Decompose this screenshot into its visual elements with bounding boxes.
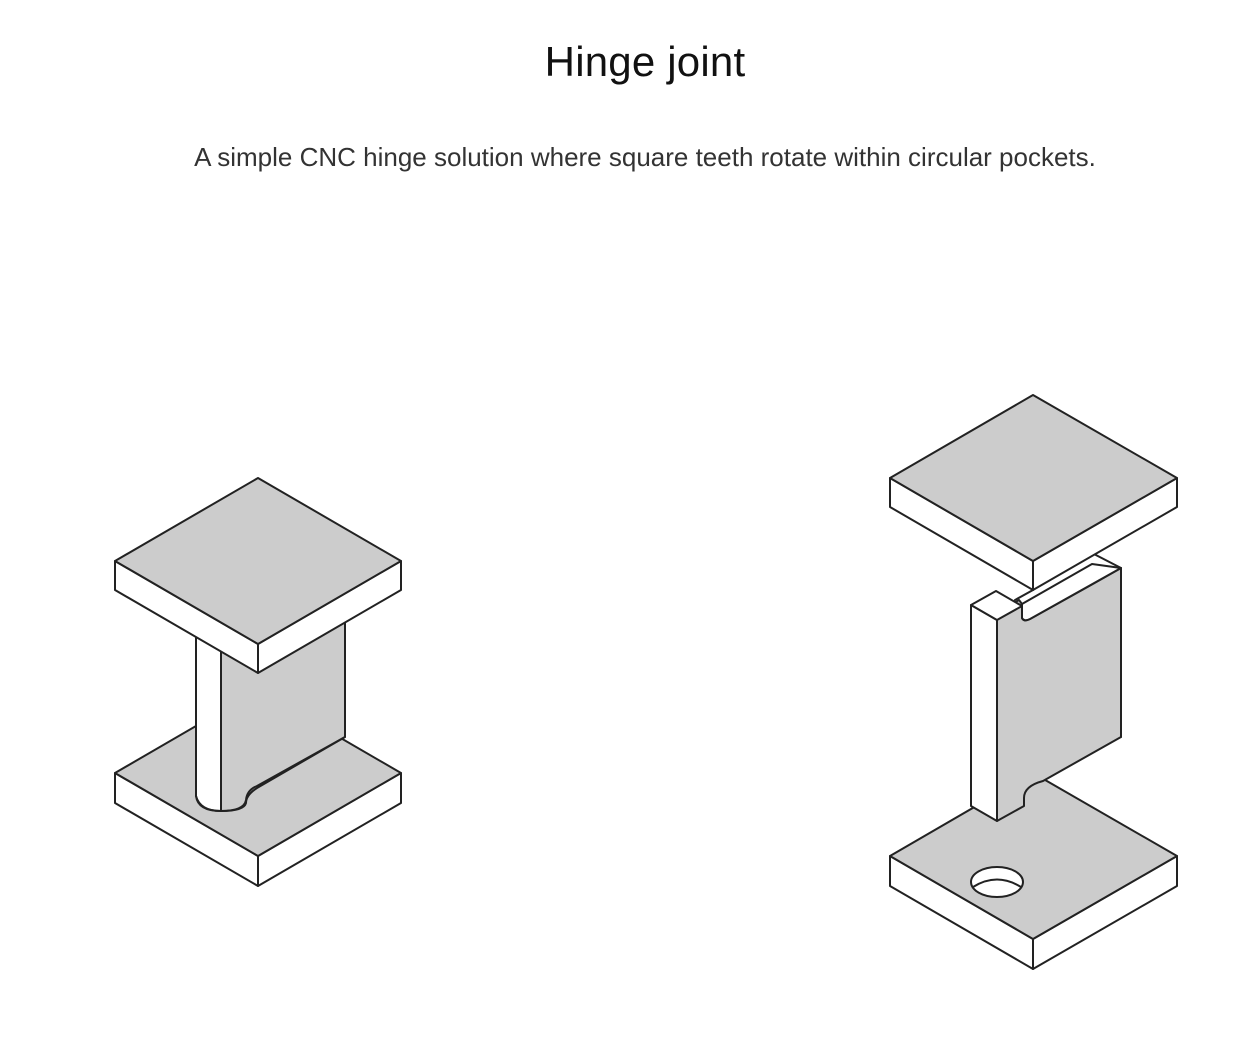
exploded-hinge-figure bbox=[889, 394, 1178, 970]
square-tooth-front bbox=[970, 604, 998, 822]
hinge-pin bbox=[195, 629, 222, 812]
exploded-top-plate-top bbox=[889, 394, 1178, 562]
page-title: Hinge joint bbox=[544, 38, 746, 85]
exploded-bottom-plate-top bbox=[889, 772, 1178, 940]
top-plate-top bbox=[114, 477, 402, 645]
assembled-hinge-figure bbox=[114, 477, 402, 887]
square-tooth-top bbox=[970, 590, 1023, 621]
circular-pocket bbox=[970, 866, 1024, 898]
leaf-top-edge bbox=[1021, 563, 1122, 622]
page-description: A simple CNC hinge solution where square… bbox=[194, 142, 1096, 172]
